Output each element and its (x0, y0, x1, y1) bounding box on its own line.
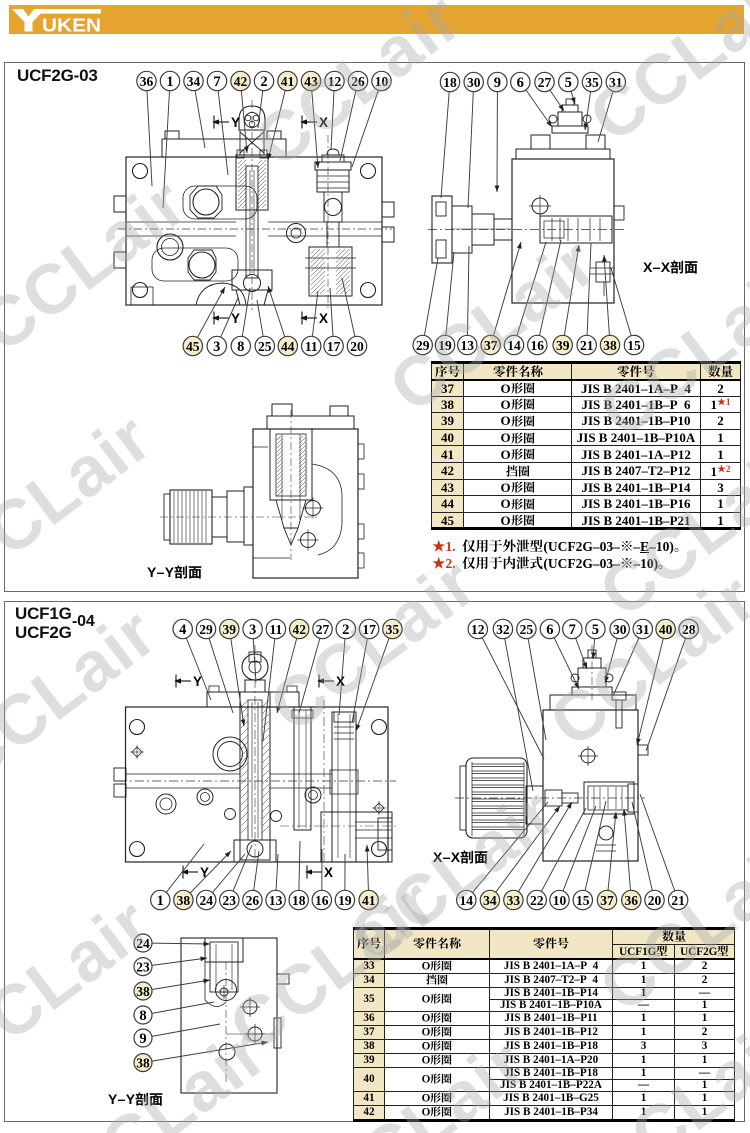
svg-text:38: 38 (136, 1056, 150, 1071)
svg-text:25: 25 (520, 622, 534, 637)
svg-text:33: 33 (507, 893, 521, 908)
svg-text:23: 23 (223, 893, 237, 908)
svg-text:15: 15 (576, 893, 590, 908)
svg-text:24: 24 (199, 893, 213, 908)
svg-text:11: 11 (305, 339, 318, 354)
svg-text:29: 29 (416, 338, 430, 353)
svg-text:20: 20 (648, 893, 662, 908)
svg-text:9: 9 (494, 75, 501, 91)
svg-text:27: 27 (538, 75, 552, 90)
svg-text:4: 4 (179, 622, 186, 638)
svg-text:20: 20 (350, 339, 364, 354)
svg-text:38: 38 (177, 893, 191, 908)
svg-text:1: 1 (166, 74, 173, 90)
svg-text:39: 39 (556, 338, 570, 353)
svg-text:42: 42 (292, 622, 306, 637)
svg-text:Y: Y (231, 311, 240, 326)
svg-text:36: 36 (625, 893, 639, 908)
svg-text:19: 19 (338, 893, 352, 908)
svg-text:44: 44 (281, 339, 295, 354)
svg-text:30: 30 (467, 75, 481, 90)
svg-text:13: 13 (461, 338, 475, 353)
svg-text:25: 25 (258, 339, 272, 354)
svg-text:36: 36 (140, 74, 154, 89)
svg-text:7: 7 (569, 622, 576, 638)
svg-text:2: 2 (260, 74, 267, 90)
svg-text:X: X (324, 865, 333, 880)
svg-text:37: 37 (484, 338, 498, 353)
svg-text:21: 21 (671, 893, 685, 908)
svg-text:8: 8 (139, 1008, 146, 1024)
svg-text:39: 39 (223, 622, 237, 637)
svg-text:2: 2 (342, 622, 349, 638)
svg-text:18: 18 (443, 75, 457, 90)
svg-text:1: 1 (157, 893, 164, 909)
svg-text:43: 43 (304, 74, 318, 89)
svg-text:5: 5 (565, 75, 572, 91)
svg-text:26: 26 (246, 893, 260, 908)
svg-text:6: 6 (517, 75, 524, 91)
svg-text:15: 15 (627, 338, 641, 353)
svg-text:12: 12 (471, 622, 485, 637)
svg-text:8: 8 (237, 339, 244, 355)
svg-text:Y: Y (193, 674, 202, 689)
svg-text:Y: Y (231, 115, 240, 130)
svg-text:Y: Y (200, 865, 209, 880)
svg-text:38: 38 (136, 984, 150, 999)
svg-text:31: 31 (609, 75, 623, 90)
svg-text:27: 27 (316, 622, 330, 637)
svg-text:37: 37 (600, 893, 614, 908)
svg-text:X: X (336, 674, 345, 689)
svg-text:18: 18 (292, 893, 306, 908)
svg-text:X: X (319, 311, 328, 326)
svg-text:41: 41 (362, 893, 376, 908)
svg-text:10: 10 (553, 893, 567, 908)
svg-text:9: 9 (139, 1031, 146, 1047)
svg-text:24: 24 (136, 936, 150, 951)
svg-text:11: 11 (270, 622, 283, 637)
svg-text:7: 7 (213, 74, 220, 90)
svg-text:3: 3 (249, 622, 256, 638)
svg-text:45: 45 (186, 339, 200, 354)
svg-text:5: 5 (592, 622, 599, 638)
svg-text:29: 29 (199, 622, 213, 637)
svg-text:14: 14 (460, 893, 474, 908)
svg-text:34: 34 (187, 74, 201, 89)
svg-text:38: 38 (603, 338, 617, 353)
svg-text:X: X (319, 115, 328, 130)
svg-text:16: 16 (531, 338, 545, 353)
svg-text:3: 3 (213, 339, 220, 355)
svg-text:14: 14 (507, 338, 521, 353)
svg-text:31: 31 (636, 622, 650, 637)
svg-text:19: 19 (438, 338, 452, 353)
svg-text:26: 26 (351, 74, 365, 89)
svg-text:13: 13 (269, 893, 283, 908)
svg-text:35: 35 (585, 75, 599, 90)
svg-text:41: 41 (281, 74, 295, 89)
svg-text:30: 30 (613, 622, 627, 637)
svg-text:12: 12 (328, 74, 342, 89)
svg-text:17: 17 (327, 339, 341, 354)
svg-text:35: 35 (386, 622, 400, 637)
svg-text:UKEN: UKEN (42, 16, 101, 35)
svg-text:34: 34 (483, 893, 497, 908)
svg-text:10: 10 (375, 74, 389, 89)
svg-text:40: 40 (659, 622, 673, 637)
svg-text:21: 21 (580, 338, 594, 353)
svg-text:32: 32 (496, 622, 510, 637)
svg-text:16: 16 (315, 893, 329, 908)
svg-text:28: 28 (682, 622, 696, 637)
svg-text:17: 17 (362, 622, 376, 637)
svg-text:22: 22 (530, 893, 544, 908)
svg-text:23: 23 (136, 960, 150, 975)
svg-text:42: 42 (234, 74, 248, 89)
svg-text:6: 6 (546, 622, 553, 638)
